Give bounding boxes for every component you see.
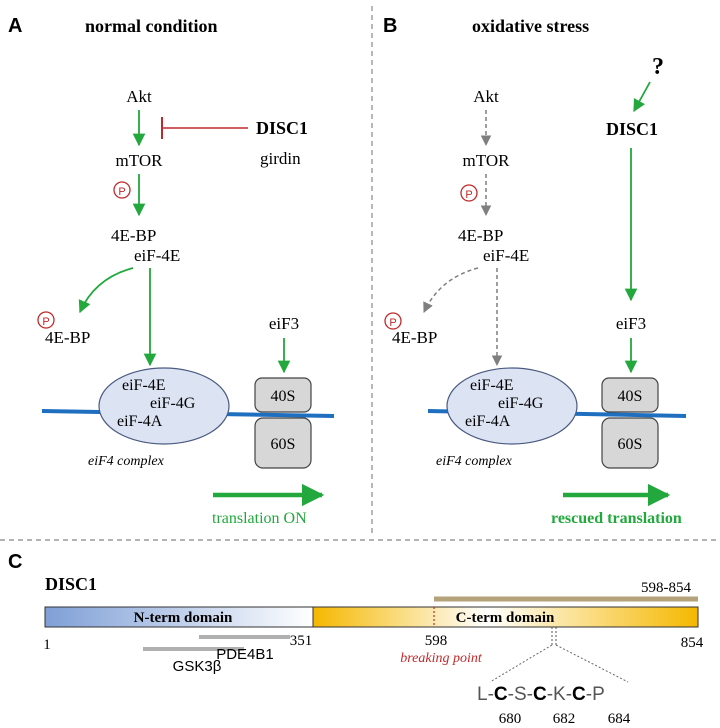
akt-label: Akt	[126, 87, 152, 106]
panel-a-title: normal condition	[85, 16, 218, 36]
cysteine-motif: L-C-S-C-K-C-P	[477, 684, 605, 705]
position-1: 1	[43, 637, 51, 653]
ribosome-60s	[254, 417, 312, 469]
eif4-complex-oval-b	[446, 367, 578, 445]
eif4e-top-label: eiF-4E	[134, 246, 180, 265]
panel-a-letter: A	[8, 15, 22, 37]
oval-eif4a-b: eiF-4A	[465, 413, 511, 430]
eif4-complex-label: eiF4 complex	[88, 454, 165, 469]
oval-eif4e-b: eiF-4E	[470, 377, 514, 394]
rescued-translation-status: rescued translation	[551, 510, 682, 527]
motif-part: -S-	[508, 684, 533, 705]
ribosome-60s-label-b: 60S	[618, 436, 643, 453]
release-arrow	[78, 267, 134, 314]
question-mark: ?	[652, 54, 664, 80]
panel-c: C DISC1 598-854 N-term domain C-term dom…	[8, 551, 704, 727]
oval-eif4g-b: eiF-4G	[498, 395, 544, 412]
ribosome-40s-label: 40S	[271, 388, 296, 405]
phospho-symbol-free: P	[42, 316, 49, 328]
position-854: 854	[681, 635, 704, 651]
disc1-label: DISC1	[256, 118, 308, 138]
nterm-domain-label: N-term domain	[134, 610, 233, 626]
panel-b-letter: B	[383, 15, 397, 37]
panel-c-letter: C	[8, 551, 22, 573]
oval-eif4g: eiF-4G	[150, 395, 196, 412]
mtor-label: mTOR	[116, 151, 164, 170]
cterm-domain-label: C-term domain	[456, 610, 555, 626]
motif-callout-left	[489, 644, 553, 683]
translation-status: translation ON	[212, 510, 307, 527]
panel-a: A normal condition Akt DISC1 girdin mTOR…	[8, 15, 335, 527]
panel-b: B oxidative stress ? Akt DISC1 mTOR P 4E…	[383, 15, 687, 527]
eif4-complex-label-b: eiF4 complex	[436, 454, 513, 469]
phospho-icon	[113, 181, 131, 199]
phospho-symbol: P	[118, 186, 125, 198]
ribosome-40s-label-b: 40S	[618, 388, 643, 405]
motif-callout-right	[555, 644, 629, 683]
oval-eif4e: eiF-4E	[122, 377, 166, 394]
ribosome-40s	[254, 377, 312, 413]
oval-eif4a: eiF-4A	[117, 413, 163, 430]
eif3-label-b: eiF3	[616, 314, 646, 333]
free-4ebp-label-b: 4E-BP	[392, 328, 437, 347]
phospho-icon-free-b	[384, 312, 402, 330]
ribosome-60s-label: 60S	[271, 436, 296, 453]
phospho-icon-b	[460, 184, 478, 202]
motif-part: L-	[477, 684, 494, 705]
cysteine-680: C	[494, 684, 508, 705]
cterm-domain-bar	[312, 606, 699, 628]
eif4e-top-label-b: eiF-4E	[483, 246, 529, 265]
question-arrow	[633, 81, 651, 113]
mtor-label-b: mTOR	[463, 151, 511, 170]
akt-label-b: Akt	[473, 87, 499, 106]
panel-b-title: oxidative stress	[472, 16, 589, 36]
motif-part: -K-	[547, 684, 572, 705]
free-4ebp-label: 4E-BP	[45, 328, 90, 347]
protein-name: DISC1	[45, 574, 97, 594]
gsk3b-label: GSK3β	[173, 658, 222, 675]
ribosome-40s-b	[601, 377, 659, 413]
position-351: 351	[290, 633, 313, 649]
motif-part: -P	[586, 684, 605, 705]
phospho-icon-free	[37, 311, 55, 329]
position-598: 598	[425, 633, 448, 649]
cysteine-684: C	[572, 684, 586, 705]
pde4b1-label: PDE4B1	[216, 646, 274, 663]
position-680: 680	[499, 711, 522, 727]
phospho-symbol-free-b: P	[389, 317, 396, 329]
phospho-symbol-b: P	[465, 189, 472, 201]
eif3-label: eiF3	[269, 314, 299, 333]
release-arrow-b	[423, 267, 479, 313]
region-598-854-label: 598-854	[641, 580, 691, 596]
cysteine-682: C	[533, 684, 547, 705]
breaking-point-label: breaking point	[400, 651, 483, 666]
disc1-label-b: DISC1	[606, 119, 658, 139]
girdin-label: girdin	[260, 149, 301, 168]
bp-complex-label: 4E-BP	[111, 226, 156, 245]
bp-complex-label-b: 4E-BP	[458, 226, 503, 245]
position-684: 684	[608, 711, 631, 727]
eif4-complex-oval	[98, 367, 230, 445]
position-682: 682	[553, 711, 576, 727]
ribosome-60s-b	[601, 417, 659, 469]
